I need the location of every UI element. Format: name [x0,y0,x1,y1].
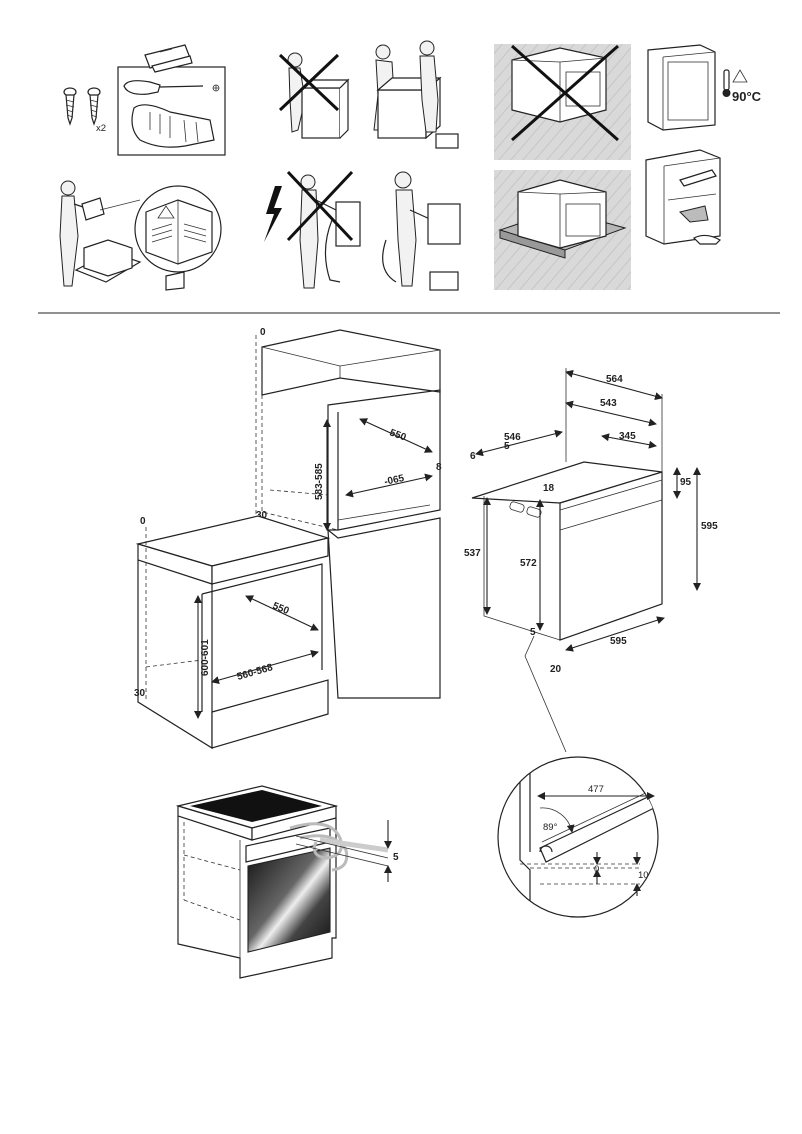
oven-dimensions-diagram: 564 543 546 5 6 345 95 595 18 572 537 5 … [464,368,718,675]
warning-triangle-icon [732,69,748,83]
oven-foot-depth-label: 20 [550,664,562,675]
spirit-level-icon [144,44,193,73]
read-manual-illustration [59,180,222,291]
column-zero-label: 0 [260,327,266,338]
oven-body-height-label: 572 [520,558,537,569]
floor-placement-illustration [494,44,631,290]
base-base-label: 30 [134,688,146,699]
column-height-label: 583-585 [314,463,325,500]
cabinet-heat-illustration: 90°C [645,44,762,245]
oven-total-depth-label: 564 [606,374,623,385]
temperature-warning: 90°C [732,89,762,104]
manual-book-icon [165,271,185,291]
toolbox-icon [429,271,459,291]
lightning-icon [264,186,282,242]
cabinet-cleaning-figure [645,149,721,245]
door-detail-magnifier: 477 89° 0 10 [497,635,659,918]
prohibited-cross-icon [286,170,354,242]
screw-icon [87,87,101,126]
oven-bottom-offset-label: 5 [530,627,536,638]
toolbox-icon [435,133,459,149]
lifting-warning-illustration [278,40,459,149]
door-offset-ten-label: 10 [638,870,649,881]
warning-triangle-icon [157,205,175,219]
oven-back-depth-label: 345 [619,431,636,442]
electrical-warning-illustration [264,170,461,291]
column-cabinet-diagram: 0 550 583-585 -065 8 30 [255,327,442,699]
single-person-lift-figure [287,52,350,139]
hob-clearance-diagram: 5 [175,785,399,979]
airflow-swirl-icon [289,822,389,872]
oven-side-height-label: 537 [464,548,481,559]
safety-instructions-panel: x2 [59,40,762,291]
door-offset-zero-label: 0 [594,864,599,875]
oven-on-pallet-figure [498,179,627,259]
required-tools-illustration: x2 [63,44,226,156]
oven-total-height-label: 595 [701,521,718,532]
door-angle-label: 89° [543,822,558,833]
column-gap-b-label: 8 [436,462,442,473]
oven-side-depth-label: 546 [504,432,521,443]
oven-door-thickness-label: 18 [543,483,555,494]
oven-top-offset-label: 6 [470,451,476,462]
base-cabinet-diagram: 0 550 600-601 560-568 30 [134,515,331,750]
base-zero-label: 0 [140,516,146,527]
thermometer-icon [722,69,731,97]
column-gap-label: -065 [383,473,405,488]
oven-body-depth-label: 543 [600,398,617,409]
column-base-label: 30 [256,510,268,521]
hob-clearance-label: 5 [393,852,399,863]
screw-icon [63,87,77,126]
prohibited-cross-icon [511,44,619,142]
oven-door-glass [247,847,331,953]
screwdriver-icon [123,80,220,95]
screws-quantity: x2 [96,123,106,134]
work-gloves-icon [131,104,215,148]
base-depth-label: 550 [271,601,291,618]
base-width-label: 560-568 [236,662,275,683]
oven-side-offset-label: 5 [504,441,510,452]
two-person-lift-figure [373,40,459,149]
door-length-label: 477 [588,784,604,795]
column-depth-label: 550 [388,427,408,443]
prohibited-cross-icon [278,53,340,112]
oven-handle-slot-icon [509,501,525,513]
base-height-label: 600-601 [200,639,211,676]
oven-front-width-label: 595 [610,636,627,647]
oven-panel-height-label: 95 [680,477,692,488]
hob-glass-surface [190,790,322,822]
